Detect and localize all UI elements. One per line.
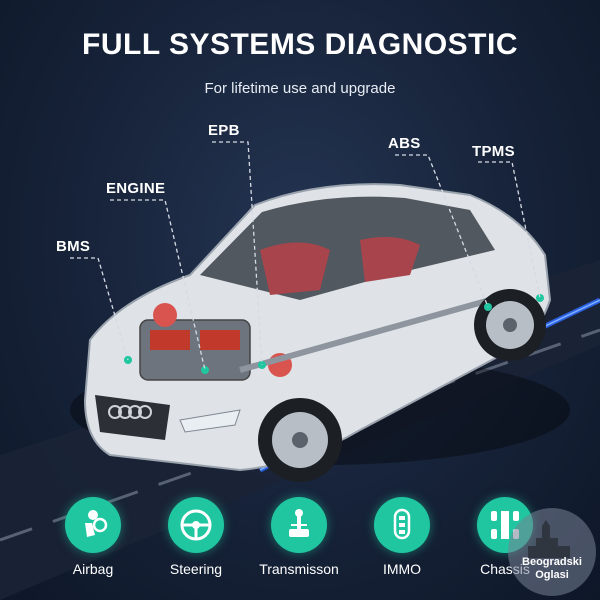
callout-lines <box>70 141 541 371</box>
feature-immo: IMMO <box>347 497 457 577</box>
feature-label: Transmisson <box>259 561 339 577</box>
road-dash <box>0 328 600 542</box>
callout-engine: ENGINE <box>106 180 166 197</box>
car-key-icon <box>374 497 430 553</box>
callout-epb: EPB <box>208 122 240 139</box>
page-title: FULL SYSTEMS DIAGNOSTIC <box>82 28 518 61</box>
callout-abs: ABS <box>388 135 421 152</box>
feature-steering: Steering <box>141 497 251 577</box>
page-subtitle: For lifetime use and upgrade <box>204 80 396 97</box>
car-logo <box>108 405 152 419</box>
front-wheel <box>258 398 342 482</box>
airbag-icon <box>65 497 121 553</box>
callout-tpms: TPMS <box>472 143 515 160</box>
gear-shift-icon <box>271 497 327 553</box>
feature-airbag: Airbag <box>38 497 148 577</box>
steering-wheel-icon <box>168 497 224 553</box>
feature-transmission: Transmisson <box>244 497 354 577</box>
feature-label: Airbag <box>72 561 114 577</box>
callout-bms: BMS <box>56 238 91 255</box>
rear-wheel <box>474 289 546 361</box>
watermark-line2: Oglasi <box>535 569 569 581</box>
feature-label: Steering <box>169 561 223 577</box>
watermark-line1: Beogradski <box>522 556 582 568</box>
feature-label: IMMO <box>382 561 422 577</box>
watermark-logo: Beogradski Oglasi <box>508 508 596 596</box>
